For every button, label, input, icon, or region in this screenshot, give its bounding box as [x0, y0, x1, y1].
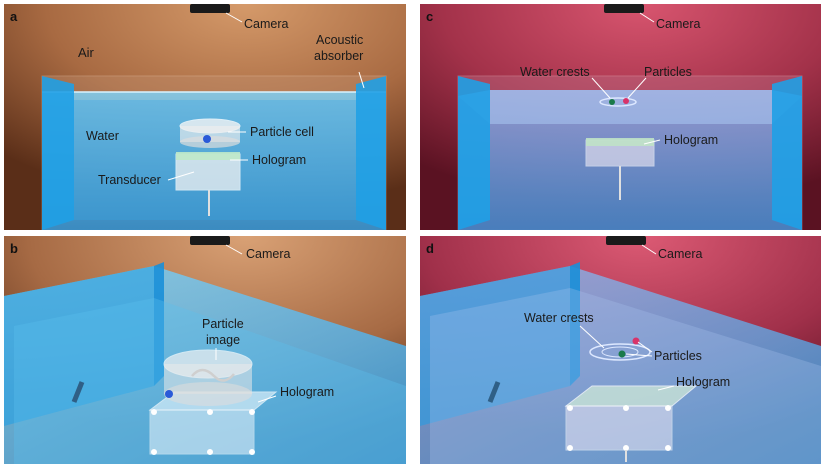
panel-letter: c — [426, 9, 434, 24]
panel-c-scene — [420, 4, 821, 230]
particle-dot — [203, 135, 211, 143]
particles-label: Particles — [654, 349, 702, 363]
panel-d: d Camera Water crests Particles Hologram — [420, 236, 821, 464]
water-crests-label: Water crests — [524, 311, 594, 325]
particle-cell-label: Particle cell — [250, 125, 314, 139]
particle-dot — [632, 337, 640, 345]
particle-image-label-1: Particle — [202, 317, 244, 331]
absorber-label-1: Acoustic — [316, 33, 364, 47]
air-label: Air — [78, 45, 94, 60]
camera-icon — [190, 4, 230, 13]
panel-b-scene — [4, 236, 406, 464]
transducer-label: Transducer — [98, 173, 161, 187]
camera-label: Camera — [244, 17, 289, 31]
water-crests-label: Water crests — [520, 65, 590, 79]
camera-label: Camera — [246, 247, 291, 261]
camera-icon — [190, 236, 230, 245]
camera-label: Camera — [656, 17, 701, 31]
panel-d-scene — [420, 236, 821, 464]
hologram-label: Hologram — [664, 133, 719, 147]
panel-a-scene — [4, 4, 406, 230]
panel-letter: a — [10, 9, 18, 24]
particle-dot — [618, 350, 626, 358]
panel-letter: d — [426, 241, 434, 256]
panel-a: a Camera Air Acoustic absorber Water Par… — [4, 4, 406, 230]
particles-label: Particles — [644, 65, 692, 79]
particle-dot — [609, 99, 615, 105]
camera-icon — [604, 4, 644, 13]
hologram-label: Hologram — [252, 153, 307, 167]
particle-dot — [623, 98, 629, 104]
panel-b: b Camera Particle image Hologram — [4, 236, 406, 464]
hologram-label: Hologram — [280, 385, 335, 399]
water-label: Water — [86, 129, 119, 143]
camera-icon — [606, 236, 646, 245]
particle-image-label-2: image — [206, 333, 241, 347]
absorber-label-2: absorber — [314, 49, 364, 63]
hologram-label: Hologram — [676, 375, 731, 389]
panel-letter: b — [10, 241, 18, 256]
panel-c: c Camera Water crests Particles Hologram — [420, 4, 821, 230]
camera-label: Camera — [658, 247, 703, 261]
